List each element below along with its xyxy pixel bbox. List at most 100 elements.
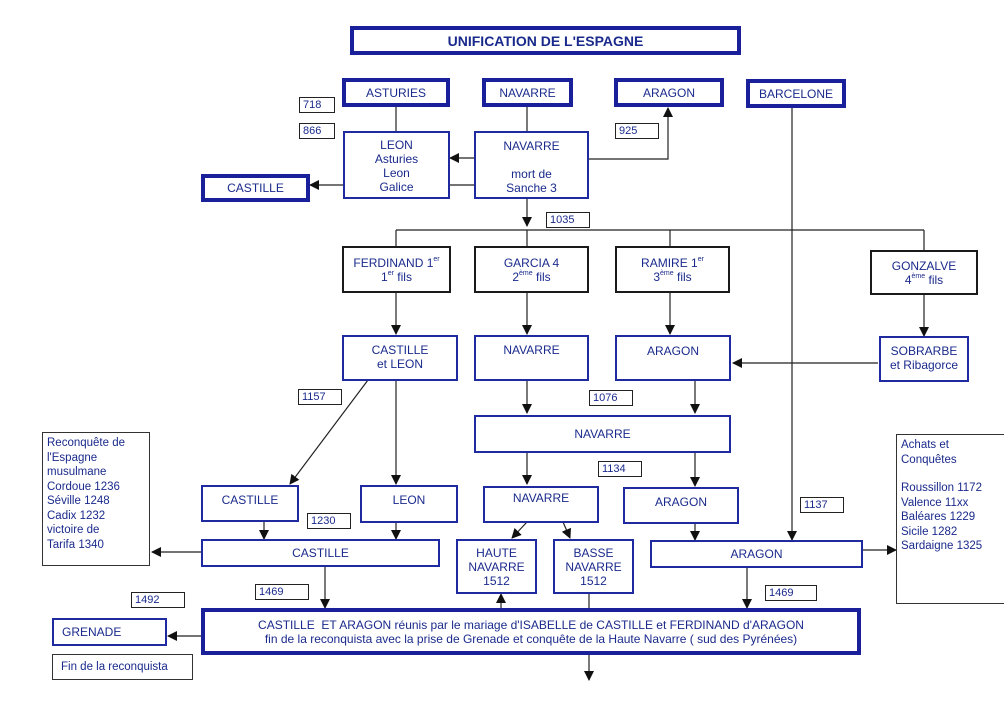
aragon-l5-box: ARAGON xyxy=(623,487,739,524)
castille-leon-line1: CASTILLE xyxy=(371,343,429,357)
achats-line: Achats et xyxy=(901,439,949,451)
garcia-rank: 2ème fils xyxy=(512,270,551,284)
castille-leon-line2: et LEON xyxy=(376,357,424,371)
reconquete-line: l'Espagne xyxy=(47,451,98,464)
achats-line: Sardaigne 1325 xyxy=(901,540,983,552)
date-925: 925 xyxy=(615,123,659,139)
castille-l5-box: CASTILLE xyxy=(201,485,299,522)
title-text: UNIFICATION DE L'ESPAGNE xyxy=(447,32,644,49)
haute-navarre-line3: 1512 xyxy=(483,574,510,588)
navarre-united-label: NAVARRE xyxy=(574,427,631,441)
achats-line: Valence 11xx xyxy=(901,496,969,509)
union-box: CASTILLE ET ARAGON réunis par le mariage… xyxy=(201,608,861,655)
castille-top-box: CASTILLE xyxy=(201,174,310,202)
castille-l5-label: CASTILLE xyxy=(221,493,279,507)
reconquete-note: Reconquête de l'Espagne musulmane Cordou… xyxy=(42,432,150,566)
navarre-l5-label: NAVARRE xyxy=(512,491,570,505)
aragon-l5-label: ARAGON xyxy=(654,495,707,509)
union-line1: CASTILLE ET ARAGON réunis par le mariage… xyxy=(258,617,804,632)
navarre-l3-box: NAVARRE xyxy=(474,335,589,381)
son-ferdinand: FERDINAND 1er 1er fils xyxy=(342,246,451,293)
ramire-name: RAMIRE 1er xyxy=(641,256,704,270)
gonzalve-rank: 4ème fils xyxy=(904,273,944,287)
date-1076: 1076 xyxy=(589,390,633,406)
reconquete-line: Tarifa 1340 xyxy=(47,538,104,551)
reconquete-line: Séville 1248 xyxy=(47,495,110,507)
leon-l5-box: LEON xyxy=(360,485,458,523)
leon-box: LEON Asturies Leon Galice xyxy=(343,131,450,199)
date-1157: 1157 xyxy=(298,389,342,405)
castille-top-label: CASTILLE xyxy=(227,181,284,195)
date-866: 866 xyxy=(299,123,335,139)
ferdinand-rank: 1er fils xyxy=(381,270,412,284)
date-1134: 1134 xyxy=(598,461,642,477)
aragon-label: ARAGON xyxy=(642,85,695,100)
arrow-castille-leon-castille xyxy=(289,379,369,485)
navarre-sanche-box: NAVARRE mort de Sanche 3 xyxy=(474,131,589,199)
asturies-label: ASTURIES xyxy=(365,85,426,100)
date-1035: 1035 xyxy=(546,212,590,228)
sobrarbe-line2: et Ribagorce xyxy=(889,358,959,372)
reconquete-line: Reconquête de xyxy=(47,437,126,449)
achats-note: Achats et Conquêtes Roussillon 1172 Vale… xyxy=(896,434,1004,604)
page-title: UNIFICATION DE L'ESPAGNE xyxy=(350,26,741,55)
castille-l6-box: CASTILLE xyxy=(201,539,440,567)
fin-reconquista-note: Fin de la reconquista xyxy=(52,654,193,680)
date-1137: 1137 xyxy=(800,497,844,513)
son-ramire: RAMIRE 1er 3ème fils xyxy=(615,246,730,293)
reconquete-line: victoire de xyxy=(47,524,100,536)
ramire-rank: 3ème fils xyxy=(653,270,692,284)
arrow-navarre-aragon xyxy=(588,107,673,160)
navarre-l3-label: NAVARRE xyxy=(503,343,560,357)
leon-line1: LEON xyxy=(380,138,413,152)
achats-line xyxy=(901,467,1003,481)
grenade-box: GRENADE xyxy=(52,618,167,646)
kingdom-aragon: ARAGON xyxy=(614,78,724,107)
aragon-l6-label: ARAGON xyxy=(730,547,783,561)
leon-l5-label: LEON xyxy=(392,493,426,507)
navarre-sanche-line3: Sanche 3 xyxy=(506,181,557,195)
date-1469-left: 1469 xyxy=(255,584,309,600)
arrow-navarre-basse xyxy=(561,521,571,539)
haute-navarre-box: HAUTE NAVARRE 1512 xyxy=(456,539,537,594)
achats-line: Baléares 1229 xyxy=(901,511,976,523)
navarre-l5-box: NAVARRE xyxy=(483,486,599,523)
achats-line: Conquêtes xyxy=(901,453,957,466)
navarre-sanche-line1: NAVARRE xyxy=(503,139,560,153)
navarre-label: NAVARRE xyxy=(499,85,556,100)
ferdinand-name: FERDINAND 1er xyxy=(353,256,440,270)
leon-line3: Leon xyxy=(383,166,410,180)
aragon-l3-label: ARAGON xyxy=(646,344,699,358)
reconquete-line: Cadix 1232 xyxy=(47,509,106,522)
arrow-navarre-haute xyxy=(511,521,528,539)
aragon-l6-box: ARAGON xyxy=(650,540,863,568)
son-garcia: GARCIA 4 2ème fils xyxy=(474,246,589,293)
basse-navarre-line1: BASSE xyxy=(573,546,614,560)
castille-leon-box: CASTILLE et LEON xyxy=(342,335,458,381)
leon-line2: Asturies xyxy=(374,152,419,166)
grenade-label: GRENADE xyxy=(62,625,122,639)
date-1469-right: 1469 xyxy=(765,585,817,601)
navarre-united-box: NAVARRE xyxy=(474,415,731,453)
date-1230: 1230 xyxy=(307,513,351,529)
date-1492: 1492 xyxy=(131,592,185,608)
garcia-name: GARCIA 4 xyxy=(503,256,560,270)
sobrarbe-box: SOBRARBE et Ribagorce xyxy=(879,336,969,382)
fin-reconquista-label: Fin de la reconquista xyxy=(61,661,168,673)
union-line2: fin de la reconquista avec la prise de G… xyxy=(264,631,798,646)
aragon-l3-box: ARAGON xyxy=(615,335,731,381)
sobrarbe-line1: SOBRARBE xyxy=(890,344,958,358)
haute-navarre-line1: HAUTE xyxy=(476,546,517,560)
reconquete-line: musulmane xyxy=(47,466,107,478)
basse-navarre-line3: 1512 xyxy=(580,574,607,588)
haute-navarre-line2: NAVARRE xyxy=(468,560,525,574)
leon-line4: Galice xyxy=(379,180,414,194)
kingdom-navarre: NAVARRE xyxy=(482,78,573,107)
reconquete-line: Cordoue 1236 xyxy=(47,480,120,493)
barcelone-label: BARCELONE xyxy=(758,86,834,101)
basse-navarre-line2: NAVARRE xyxy=(565,560,622,574)
basse-navarre-box: BASSE NAVARRE 1512 xyxy=(553,539,634,594)
achats-line: Sicile 1282 xyxy=(901,525,958,538)
navarre-sanche-line2: mort de xyxy=(511,167,552,181)
